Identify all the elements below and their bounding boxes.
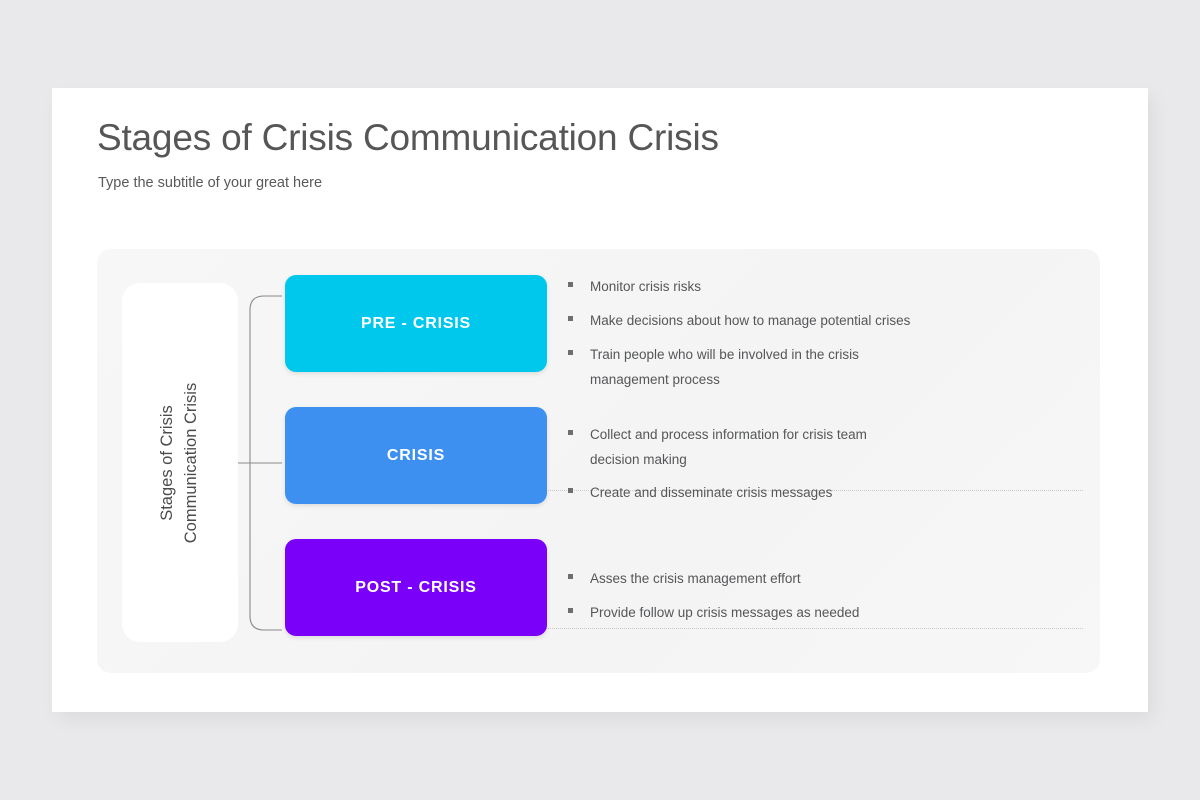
stage-chip-label: PRE - CRISIS	[360, 314, 472, 332]
stage-bullet-list: Monitor crisis risks Make decisions abou…	[568, 269, 1088, 396]
square-bullet-icon	[568, 315, 573, 321]
list-item-text: Make decisions about how to manage poten…	[590, 312, 911, 328]
diagram-root-label-text: Stages of Crisis Communication Crisis	[156, 382, 204, 542]
page-subtitle: Type the subtitle of your great here	[98, 175, 323, 191]
page-title: Stages of Crisis Communication Crisis	[97, 117, 719, 158]
diagram-root-label-card: Stages of Crisis Communication Crisis	[122, 283, 238, 642]
row-separator-2	[285, 628, 1083, 629]
list-item: Monitor crisis risks	[568, 275, 1088, 300]
square-bullet-icon	[568, 349, 573, 355]
stage-row: CRISIS Collect and process information f…	[280, 401, 1100, 528]
list-item-text: Train people who will be involved in the…	[590, 346, 859, 387]
bracket-connector-icon	[238, 295, 282, 631]
stage-bullet-list: Collect and process information for cris…	[568, 401, 1088, 528]
list-item-text: Provide follow up crisis messages as nee…	[590, 605, 860, 620]
root-label-line-2: Communication Crisis	[182, 382, 200, 543]
root-label-line-1: Stages of Crisis	[158, 404, 177, 521]
stage-chip-label: POST - CRISIS	[355, 578, 477, 596]
square-bullet-icon	[568, 574, 573, 580]
row-separator-1	[285, 490, 1083, 491]
list-item: Make decisions about how to manage poten…	[568, 309, 1088, 334]
diagram-panel: Stages of Crisis Communication Crisis PR…	[97, 249, 1100, 673]
stage-chip-post-crisis[interactable]: POST - CRISIS	[285, 539, 547, 636]
stage-row: PRE - CRISIS Monitor crisis risks Make d…	[280, 269, 1100, 396]
list-item: Collect and process information for cris…	[568, 423, 1088, 473]
stage-chip-pre-crisis[interactable]: PRE - CRISIS	[285, 275, 547, 372]
square-bullet-icon	[568, 282, 573, 287]
square-bullet-icon	[568, 488, 573, 494]
list-item-text: Monitor crisis risks	[590, 279, 702, 294]
list-item-text: Create and disseminate crisis messages	[590, 485, 833, 501]
list-item-text: Collect and process information for cris…	[590, 426, 867, 467]
stage-row: POST - CRISIS Asses the crisis managemen…	[280, 533, 1100, 660]
square-bullet-icon	[568, 608, 573, 613]
list-item: Create and disseminate crisis messages	[568, 481, 1088, 506]
stage-chip-label: CRISIS	[386, 446, 446, 464]
list-item: Asses the crisis management effort	[568, 567, 1088, 592]
list-item: Train people who will be involved in the…	[568, 343, 1088, 393]
stage-bullet-list: Asses the crisis management effort Provi…	[568, 533, 1088, 660]
slide-canvas: Stages of Crisis Communication Crisis Ty…	[52, 88, 1148, 712]
bracket-connector	[238, 293, 284, 633]
stage-chip-crisis[interactable]: CRISIS	[285, 407, 547, 504]
list-item-text: Asses the crisis management effort	[590, 571, 801, 587]
square-bullet-icon	[568, 429, 573, 435]
list-item: Provide follow up crisis messages as nee…	[568, 601, 1088, 626]
